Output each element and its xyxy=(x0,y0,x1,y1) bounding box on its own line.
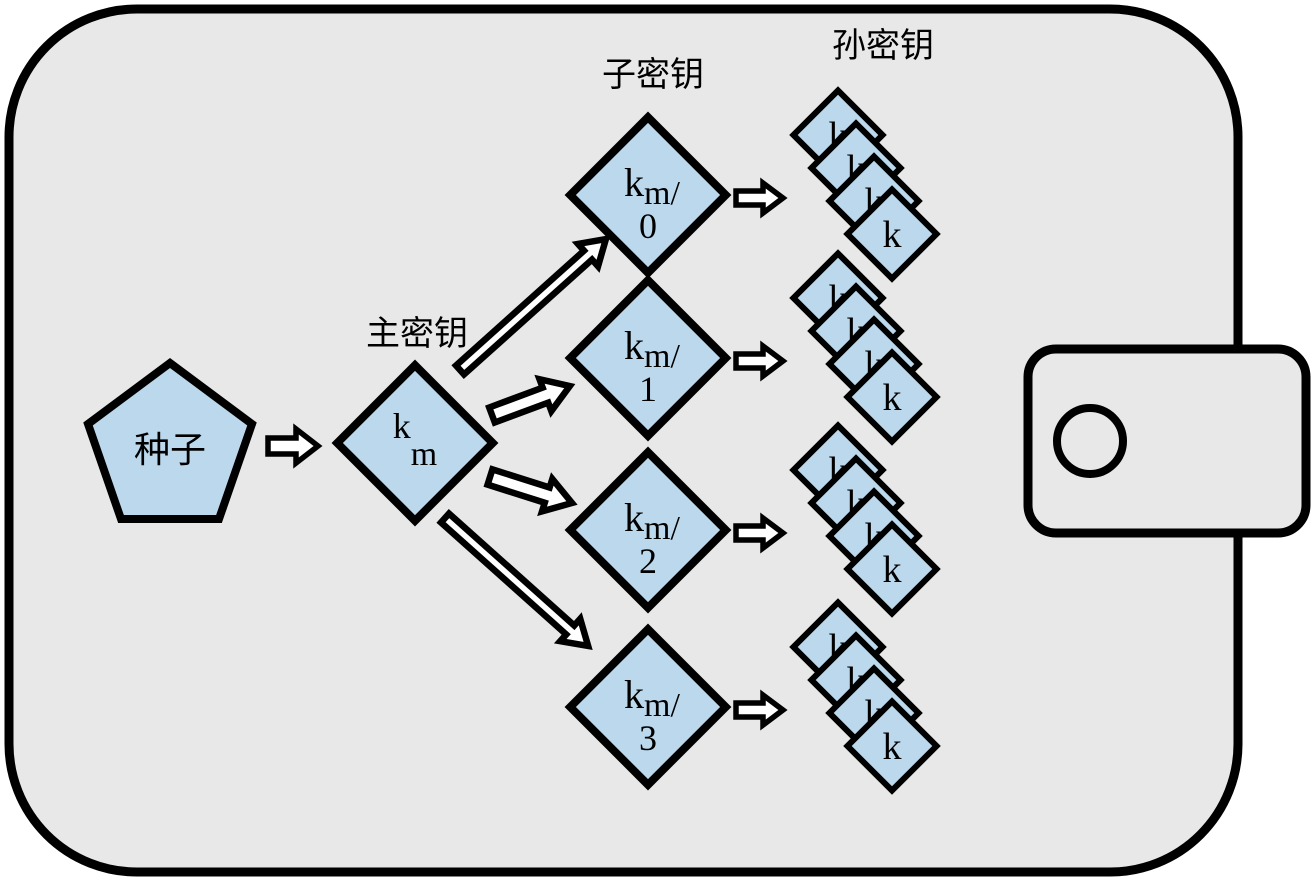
arrow-master-to-child-3 xyxy=(436,508,593,651)
grandchild-key-diamond xyxy=(843,348,941,446)
child-key-diamond-1 xyxy=(564,274,732,442)
arrow-child-2-to-grandchildren xyxy=(733,512,788,554)
child-key-label-0: km/ xyxy=(624,160,680,212)
arrow-master-to-child-2 xyxy=(483,465,578,517)
arrow-master-to-child-1 xyxy=(485,374,576,427)
arrow-seed-to-master xyxy=(265,423,323,469)
derivation-arrows xyxy=(436,235,611,651)
child-key-label-2: km/ xyxy=(624,495,680,547)
grandchild-key-diamond xyxy=(843,697,941,795)
arrow-child-1-to-grandchildren xyxy=(733,340,788,382)
wallet-clasp xyxy=(1023,344,1311,538)
child-keys-heading: 子密钥 xyxy=(602,55,704,95)
grandchild-keys-heading: 孙密钥 xyxy=(832,26,934,66)
child-to-grandchild-arrows xyxy=(733,177,788,731)
master-key-diamond xyxy=(331,359,499,527)
child-key-diamond-2 xyxy=(564,446,732,614)
master-key-label: km xyxy=(393,406,437,473)
arrow-child-3-to-grandchildren xyxy=(733,689,788,731)
grandchild-stack-0: k k k k xyxy=(789,86,941,283)
wallet-clasp-button-icon xyxy=(1053,404,1127,478)
child-key-index-1: 1 xyxy=(639,369,657,409)
arrow-child-0-to-grandchildren xyxy=(733,177,788,219)
child-key-diamond-3 xyxy=(564,623,732,791)
child-key-index-2: 2 xyxy=(639,541,657,581)
grandchild-stack-2: k k k k xyxy=(789,421,941,618)
grandchild-key-label: k xyxy=(883,726,902,768)
child-key-index-3: 3 xyxy=(639,718,657,758)
master-key-subscript: m xyxy=(411,436,437,473)
arrow-master-to-child-0 xyxy=(451,235,611,380)
grandchild-stack-1: k k k k xyxy=(789,249,941,446)
grandchild-key-diamond xyxy=(843,520,941,618)
grandchild-key-diamond xyxy=(843,185,941,283)
wallet-clasp-flap xyxy=(1023,344,1311,538)
grandchild-stack-3: k k k k xyxy=(789,598,941,795)
grandchild-key-label: k xyxy=(883,549,902,591)
grandchild-key-label: k xyxy=(883,214,902,256)
child-key-label-3: km/ xyxy=(624,672,680,724)
child-key-diamond-0 xyxy=(564,111,732,279)
grandchild-key-label: k xyxy=(883,377,902,419)
master-key-base: k xyxy=(393,406,411,446)
child-key-diamonds: km/ 0 km/ 1 km/ 2 km/ 3 xyxy=(564,111,732,791)
seed-pentagon xyxy=(83,358,257,523)
seed-label: 种子 xyxy=(134,430,206,471)
master-key-heading: 主密钥 xyxy=(366,314,468,354)
child-key-label-1: km/ xyxy=(624,323,680,375)
child-key-index-0: 0 xyxy=(639,206,657,246)
